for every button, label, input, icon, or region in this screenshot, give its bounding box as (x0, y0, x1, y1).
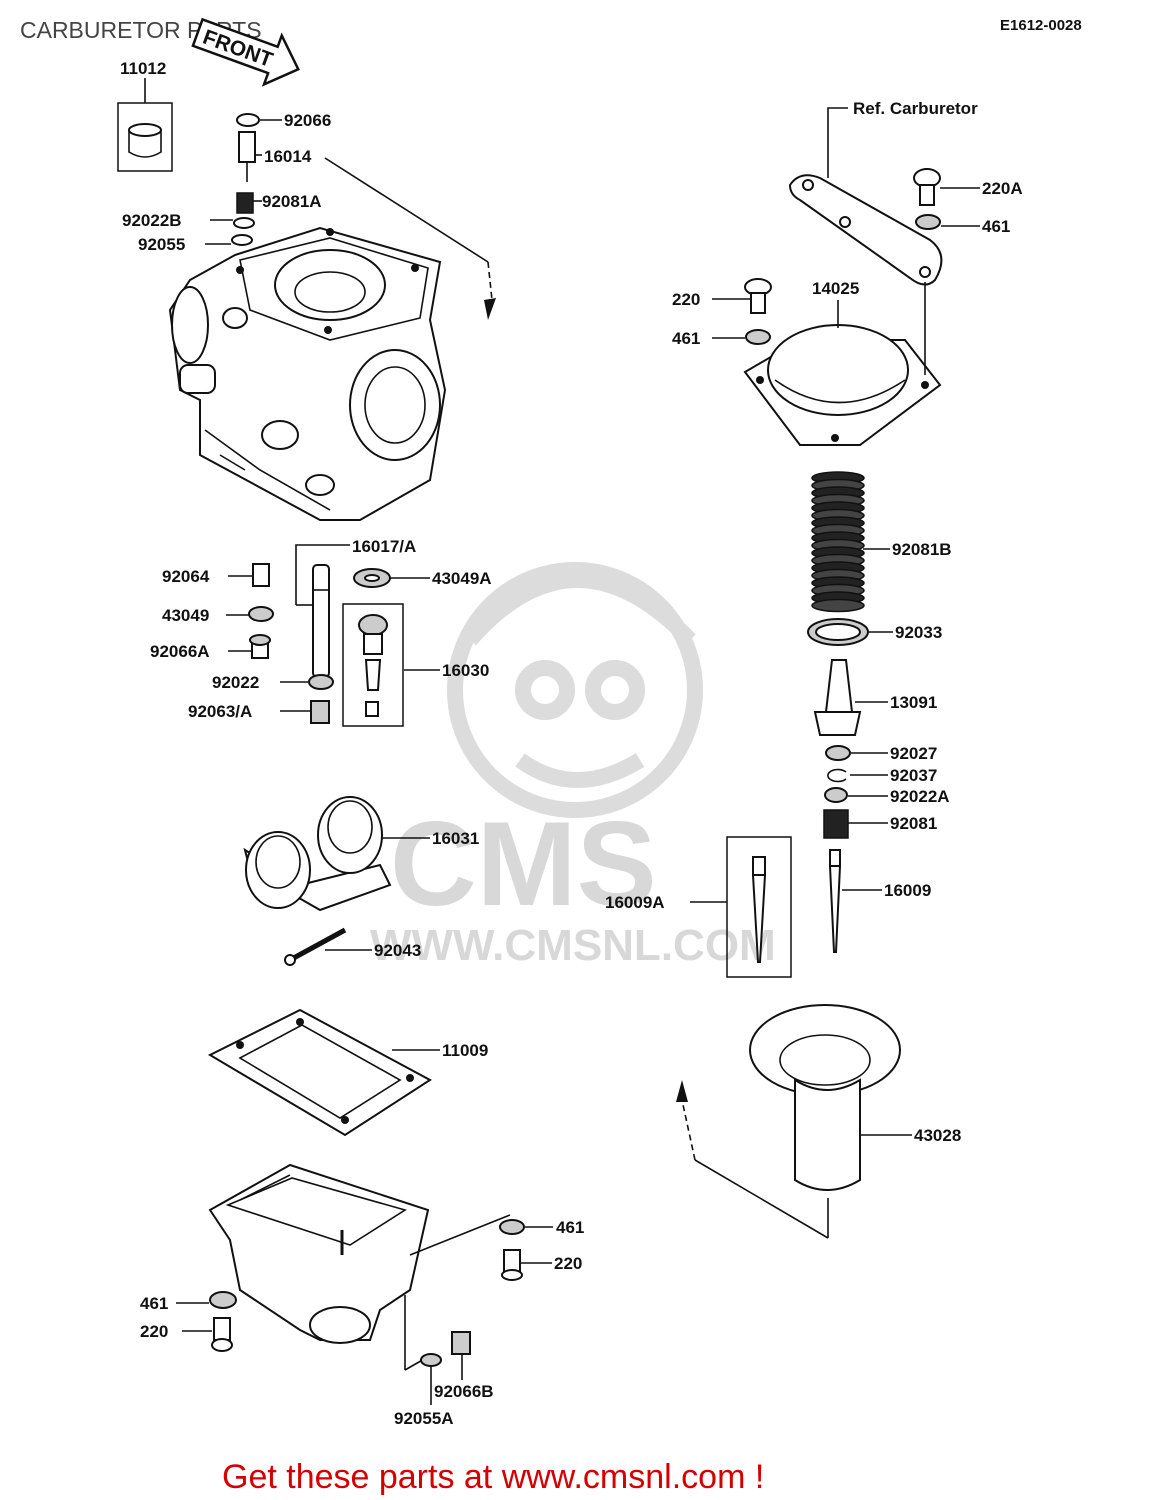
diagram-code: E1612-0028 (1000, 17, 1082, 34)
label-92064: 92064 (162, 567, 210, 586)
part-92022: 92022 (212, 673, 334, 692)
part-92027: 92027 (825, 744, 937, 763)
label-92066B: 92066B (434, 1382, 494, 1401)
label-92055A: 92055A (394, 1409, 454, 1428)
float-bowl (208, 1163, 511, 1344)
part-16009A: 16009A (605, 836, 792, 978)
label-14025: 14025 (812, 279, 859, 298)
watermark-brand: CMS (390, 797, 657, 931)
label-16014: 16014 (264, 147, 312, 166)
part-92033: 92033 (807, 618, 942, 646)
part-11009: 11009 (207, 1008, 488, 1137)
part-461-top2: 461 (672, 329, 771, 348)
label-13091: 13091 (890, 693, 937, 712)
part-92055A: 92055A (394, 1353, 454, 1428)
part-461-right: 461 (499, 1218, 584, 1237)
part-14025: 14025 (743, 279, 942, 446)
part-92066A: 92066A (150, 634, 271, 661)
part-43049: 43049 (162, 606, 274, 625)
label-220-left: 220 (140, 1322, 168, 1341)
part-220-left: 220 (140, 1317, 233, 1352)
part-43028: 43028 (676, 1004, 961, 1239)
label-461-left: 461 (140, 1294, 168, 1313)
part-16014: 16014 (238, 131, 496, 320)
part-13091: 13091 (813, 659, 937, 736)
label-43049A: 43049A (432, 569, 492, 588)
label-92063A: 92063/A (188, 702, 252, 721)
label-92055: 92055 (138, 235, 185, 254)
watermark-url: WWW.CMSNL.COM (370, 921, 776, 970)
part-92064: 92064 (162, 563, 270, 587)
watermark: CMS WWW.CMSNL.COM (370, 562, 776, 970)
part-92081A: 92081A (236, 192, 322, 214)
part-220-top: 220 (672, 278, 772, 314)
part-220A: 220A (913, 168, 1023, 206)
label-16030: 16030 (442, 661, 489, 680)
part-220-right: 220 (501, 1249, 582, 1281)
label-92081B: 92081B (892, 540, 952, 559)
label-220-right: 220 (554, 1254, 582, 1273)
label-92037: 92037 (890, 766, 937, 785)
label-220A: 220A (982, 179, 1023, 198)
label-92081A: 92081A (262, 192, 322, 211)
label-16031: 16031 (432, 829, 479, 848)
label-43028: 43028 (914, 1126, 961, 1145)
part-92022B: 92022B (122, 211, 255, 230)
label-92022A: 92022A (890, 787, 950, 806)
label-92066A: 92066A (150, 642, 210, 661)
ref-carburetor-label: Ref. Carburetor (853, 99, 978, 118)
label-16017A: 16017/A (352, 537, 416, 556)
part-92081B: 92081B (811, 471, 952, 613)
part-16017A: 16017/A (295, 537, 416, 678)
label-92033: 92033 (895, 623, 942, 642)
ref-carburetor-bracket: Ref. Carburetor (788, 99, 978, 286)
label-11012: 11012 (120, 59, 166, 78)
label-16009A: 16009A (605, 893, 665, 912)
part-92066B: 92066B (404, 1295, 494, 1401)
part-92081: 92081 (823, 809, 937, 839)
label-461-top2: 461 (672, 329, 700, 348)
part-16030: 16030 (342, 603, 489, 727)
label-461-top: 461 (982, 217, 1010, 236)
carburetor-body (168, 226, 447, 521)
part-92066: 92066 (236, 111, 331, 130)
label-16009: 16009 (884, 881, 931, 900)
part-43049A: 43049A (353, 568, 492, 588)
watermark-mascot-icon (447, 562, 703, 818)
label-92066: 92066 (284, 111, 331, 130)
part-16009: 16009 (828, 849, 931, 953)
part-461-left: 461 (140, 1291, 237, 1313)
part-92063A: 92063/A (188, 700, 330, 724)
part-92037: 92037 (827, 766, 937, 785)
label-43049: 43049 (162, 606, 209, 625)
label-92081: 92081 (890, 814, 937, 833)
part-92055: 92055 (138, 234, 253, 254)
part-92043: 92043 (284, 927, 421, 966)
label-220-top: 220 (672, 290, 700, 309)
label-92022B: 92022B (122, 211, 182, 230)
label-461-right: 461 (556, 1218, 584, 1237)
label-92043: 92043 (374, 941, 421, 960)
part-11012: 11012 (117, 59, 173, 172)
part-92022A: 92022A (824, 787, 950, 806)
label-92022: 92022 (212, 673, 259, 692)
label-92027: 92027 (890, 744, 937, 763)
part-16031: 16031 (243, 796, 479, 912)
label-11009: 11009 (442, 1041, 488, 1060)
footer-cta[interactable]: Get these parts at www.cmsnl.com ! (222, 1458, 764, 1496)
spring-coil (811, 598, 865, 613)
part-461-top: 461 (915, 214, 1010, 236)
